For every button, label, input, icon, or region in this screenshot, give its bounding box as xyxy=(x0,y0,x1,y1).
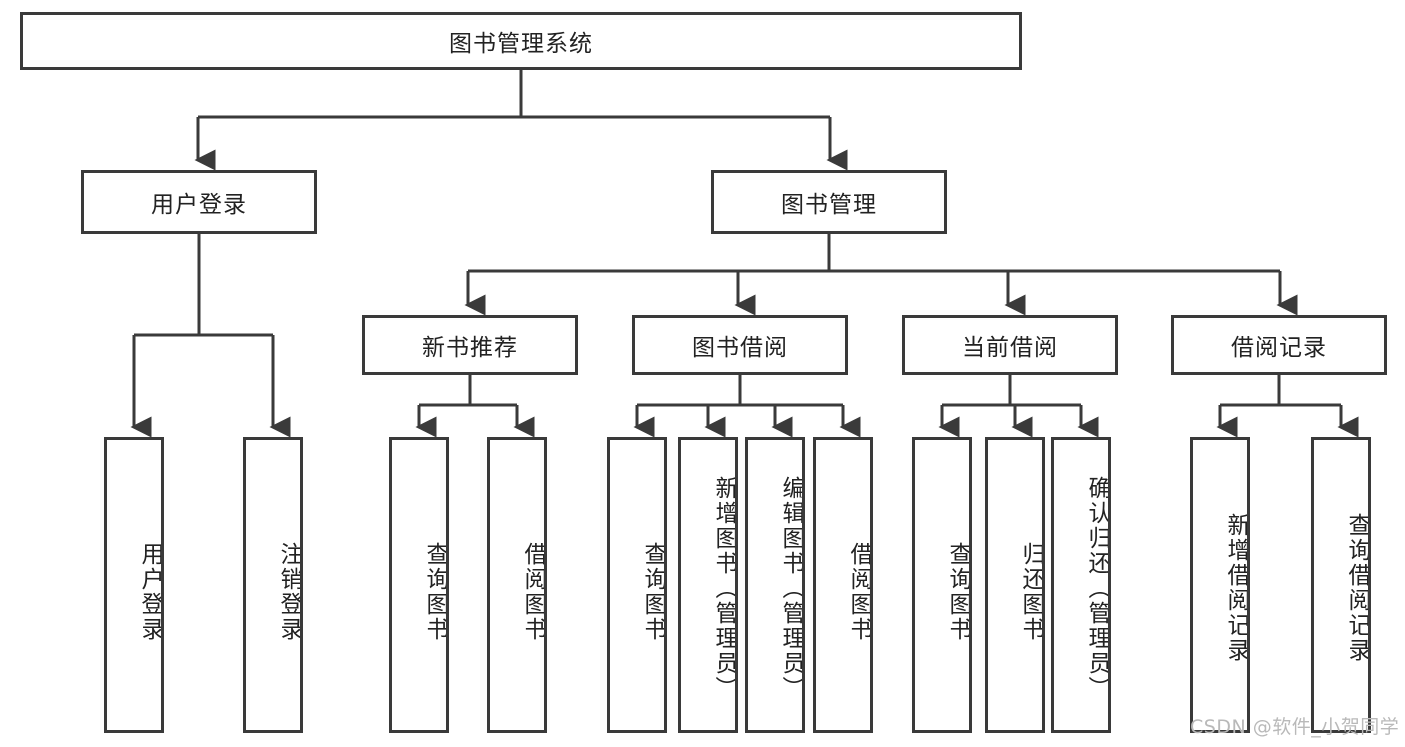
node-leaf-add-record[interactable]: 新增借阅记录 xyxy=(1190,437,1250,733)
node-leaf-add-book[interactable]: 新增图书（管理员） xyxy=(678,437,738,733)
node-leaf-query-book-2[interactable]: 查询图书 xyxy=(607,437,667,733)
node-leaf-borrow-book-1[interactable]: 借阅图书 xyxy=(487,437,547,733)
node-leaf-query-book-3[interactable]: 查询图书 xyxy=(912,437,972,733)
node-current-borrow[interactable]: 当前借阅 xyxy=(902,315,1118,375)
node-book-borrow[interactable]: 图书借阅 xyxy=(632,315,848,375)
node-leaf-edit-book[interactable]: 编辑图书（管理员） xyxy=(745,437,805,733)
node-user-login[interactable]: 用户登录 xyxy=(81,170,317,234)
node-root[interactable]: 图书管理系统 xyxy=(20,12,1022,70)
node-book-management[interactable]: 图书管理 xyxy=(711,170,947,234)
node-leaf-borrow-book-2[interactable]: 借阅图书 xyxy=(813,437,873,733)
node-leaf-logout[interactable]: 注销登录 xyxy=(243,437,303,733)
node-borrow-record[interactable]: 借阅记录 xyxy=(1171,315,1387,375)
node-leaf-user-login[interactable]: 用户登录 xyxy=(104,437,164,733)
node-leaf-confirm-return[interactable]: 确认归还（管理员） xyxy=(1051,437,1111,733)
node-leaf-return-book[interactable]: 归还图书 xyxy=(985,437,1045,733)
node-new-book-recommend[interactable]: 新书推荐 xyxy=(362,315,578,375)
csdn-watermark: CSDN @软件_小贺同学 xyxy=(1190,716,1400,738)
node-leaf-query-book-1[interactable]: 查询图书 xyxy=(389,437,449,733)
node-leaf-query-record[interactable]: 查询借阅记录 xyxy=(1311,437,1371,733)
